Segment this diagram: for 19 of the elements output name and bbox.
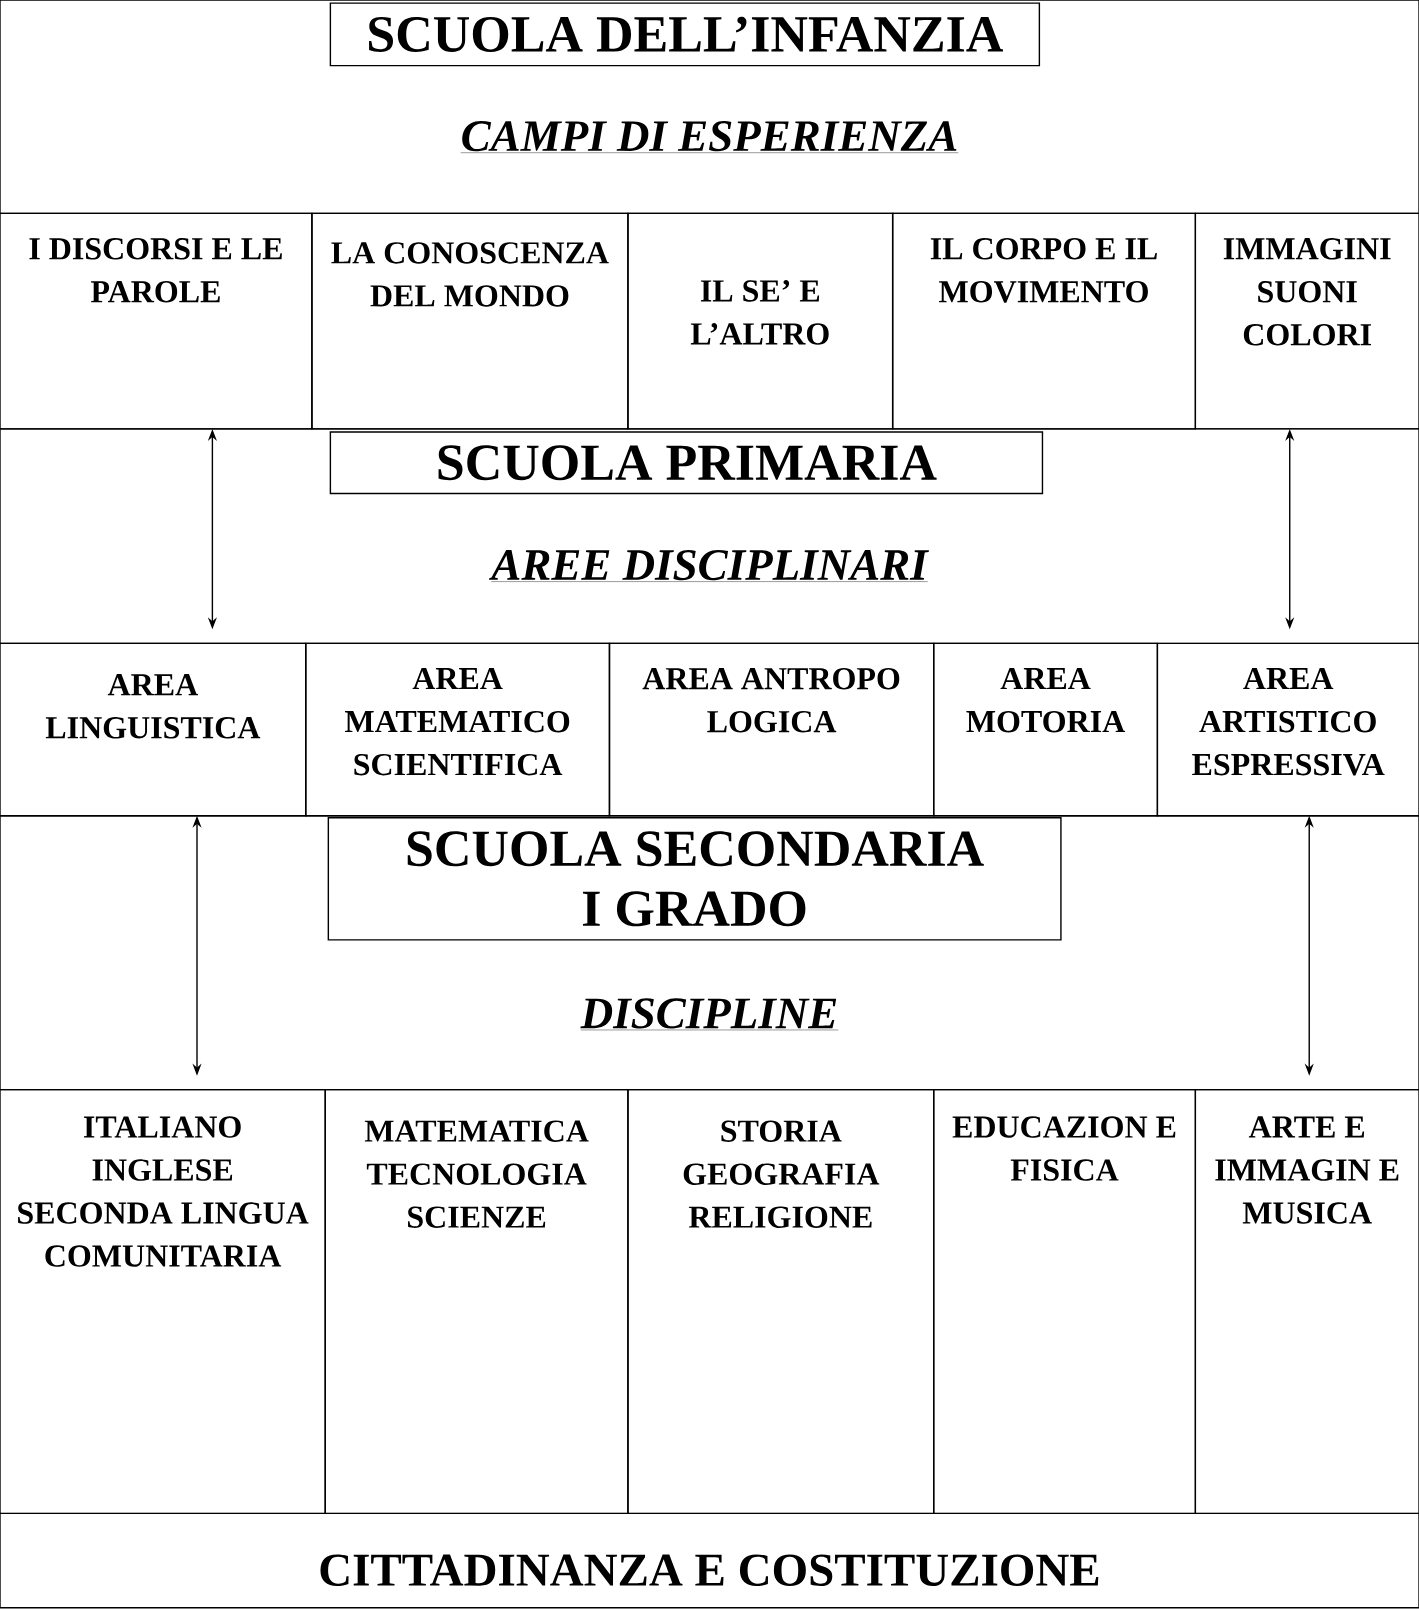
table-cell: IMMAGINI SUONI COLORI: [1194, 212, 1419, 430]
heading-box: SCUOLA PRIMARIA: [329, 431, 1044, 495]
heading-box: SCUOLA SECONDARIA I GRADO: [327, 817, 1062, 941]
heading-box: SCUOLA DELL’INFANZIA: [329, 2, 1041, 67]
table-cell: AREA MATEMATICO SCIENTIFICA: [305, 642, 611, 817]
table-cell: ITALIANO INGLESE SECONDA LINGUA COMUNITARIA: [0, 1088, 326, 1515]
table-cell: IL CORPO E IL MOVIMENTO: [891, 212, 1197, 430]
table-cell: LA CONOSCENZA DEL MONDO: [311, 212, 629, 430]
table-cell: EDUCAZION E FISICA: [933, 1088, 1197, 1515]
table-cell: AREA ARTISTICO ESPRESSIVA: [1156, 642, 1419, 817]
table-cell: MATEMATICA TECNOLOGIA SCIENZE: [324, 1088, 629, 1515]
table-cell: AREA MOTORIA: [933, 642, 1159, 817]
table-cell: STORIA GEOGRAFIA RELIGIONE: [627, 1088, 935, 1515]
table-cell: IL SE’ E L’ALTRO: [627, 212, 894, 430]
footer-band: CITTADINANZA E COSTITUZIONE: [0, 1512, 1419, 1609]
table-cell: I DISCORSI E LE PAROLE: [0, 212, 313, 430]
table-cell: AREA ANTROPO LOGICA: [608, 642, 935, 817]
table-cell: ARTE E IMMAGIN E MUSICA: [1194, 1088, 1419, 1515]
table-cell: AREA LINGUISTICA: [0, 642, 307, 817]
